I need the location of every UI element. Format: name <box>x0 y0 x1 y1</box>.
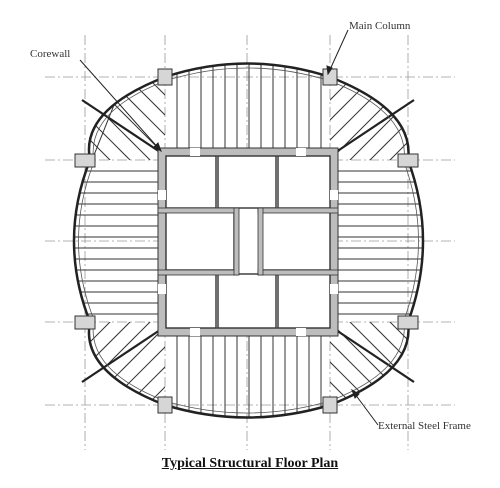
leader-lines <box>79 29 379 426</box>
core-room <box>217 155 277 209</box>
external-frame-label: External Steel Frame <box>378 420 471 432</box>
beams-left <box>74 170 158 315</box>
main-columns <box>74 68 419 414</box>
main-column-leader <box>327 29 349 75</box>
core-rooms <box>165 155 331 329</box>
corewall-leader <box>79 59 162 152</box>
main-column <box>157 68 173 86</box>
core-room <box>217 273 277 329</box>
main-column <box>322 396 338 414</box>
core-room <box>165 155 217 209</box>
beams-right <box>337 170 423 315</box>
main-column <box>157 396 173 414</box>
core-openings <box>158 148 338 336</box>
beams-top <box>176 63 322 148</box>
main-column <box>74 315 96 330</box>
core-room <box>165 211 235 271</box>
main-column <box>397 153 419 168</box>
main-column <box>397 315 419 330</box>
arrowhead <box>326 65 333 76</box>
core-room <box>261 211 331 271</box>
diagonal-beams <box>81 99 415 383</box>
core-room <box>277 273 331 329</box>
core-wall-shading <box>157 207 339 276</box>
arrowhead <box>153 142 162 153</box>
main-column <box>74 153 96 168</box>
arrowhead <box>351 388 360 399</box>
corewall-label: Corewall <box>30 48 71 60</box>
core-room <box>165 273 217 329</box>
core-room <box>277 155 331 209</box>
diagram-title: Typical Structural Floor Plan <box>161 456 339 471</box>
beams-bottom <box>176 336 322 418</box>
main-column-label: Main Column <box>349 20 411 32</box>
